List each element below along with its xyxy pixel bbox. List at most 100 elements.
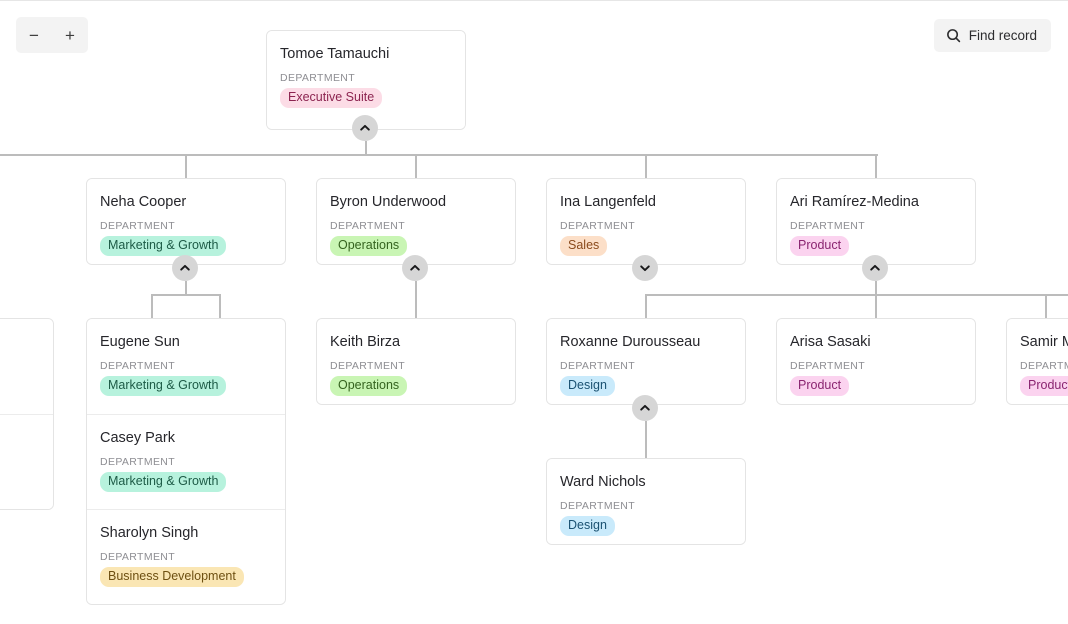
toggle-children-roxanne[interactable] (632, 395, 658, 421)
node-card-ward[interactable]: Ward Nichols DEPARTMENT Design (547, 459, 745, 544)
field-label-department: DEPARTMENT (100, 220, 176, 233)
node-card-arisa[interactable]: Arisa Sasaki DEPARTMENT Product (777, 319, 975, 404)
node-card-ina[interactable]: Ina Langenfeld DEPARTMENT Sales (547, 179, 745, 264)
badge-row: Design (560, 375, 732, 397)
zoom-in-button[interactable]: + (52, 17, 88, 53)
connector (151, 294, 153, 320)
toggle-children-tomoe[interactable] (352, 115, 378, 141)
node-card-group-neha-children[interactable]: Eugene Sun DEPARTMENT Marketing & Growth… (86, 318, 286, 605)
badge-row: Executive Suite (280, 87, 452, 109)
node-card-group-ina[interactable]: Ina Langenfeld DEPARTMENT Sales (546, 178, 746, 265)
node-name: Ina Langenfeld (560, 194, 656, 210)
badge-row: Sales (560, 235, 732, 257)
node-card-keith[interactable]: Keith Birza DEPARTMENT Operations (317, 319, 515, 404)
badge-row: Business Development (100, 566, 272, 588)
node-name: Neha Cooper (100, 194, 187, 210)
field-label-department: DEPARTMENT (280, 72, 356, 85)
field-label-department: DEPARTMENT (100, 551, 176, 564)
node-card-group-arisa[interactable]: Arisa Sasaki DEPARTMENT Product (776, 318, 976, 405)
node-card-group-neha[interactable]: Neha Cooper DEPARTMENT Marketing & Growt… (86, 178, 286, 265)
node-card-group-samir[interactable]: Samir M DEPARTMENT Product (1006, 318, 1068, 405)
node-card-group-byron[interactable]: Byron Underwood DEPARTMENT Operations (316, 178, 516, 265)
node-card-group-ari[interactable]: Ari Ramírez-Medina DEPARTMENT Product (776, 178, 976, 265)
department-badge: Product (790, 235, 850, 257)
field-label-department: DEPARTMENT (330, 220, 406, 233)
node-name: Tomoe Tamauchi (280, 46, 390, 62)
connector (365, 141, 367, 155)
badge-row: Operations (330, 235, 502, 257)
find-record-button[interactable]: Find record (933, 19, 1051, 52)
field-label-department: DEPARTMENT (560, 220, 636, 233)
connector (415, 154, 417, 180)
node-card-group-ward[interactable]: Ward Nichols DEPARTMENT Design (546, 458, 746, 545)
node-card-casey[interactable]: Casey Park DEPARTMENT Marketing & Growth (87, 414, 285, 509)
top-divider (0, 0, 1068, 1)
node-name: Ward Nichols (560, 474, 646, 490)
department-badge: Marketing & Growth (100, 235, 227, 257)
toggle-children-ina[interactable] (632, 255, 658, 281)
zoom-out-button[interactable]: − (16, 17, 52, 53)
badge-row: Product (790, 375, 962, 397)
connector (1045, 294, 1047, 320)
node-card-neha[interactable]: Neha Cooper DEPARTMENT Marketing & Growt… (87, 179, 285, 264)
node-name: Sharolyn Singh (100, 525, 199, 541)
connector (875, 281, 877, 295)
connector (185, 154, 187, 180)
node-name: Arisa Sasaki (790, 334, 871, 350)
node-card-roxanne[interactable]: Roxanne Durousseau DEPARTMENT Design (547, 319, 745, 404)
connector (645, 294, 647, 320)
toggle-children-ari[interactable] (862, 255, 888, 281)
connector (645, 154, 647, 180)
badge-row: Marketing & Growth (100, 235, 272, 257)
connector (875, 294, 877, 320)
node-name: Casey Park (100, 430, 175, 446)
field-label-department: DEPARTMENT (560, 500, 636, 513)
node-card-offscreen[interactable] (0, 319, 53, 414)
field-label-department: DEPARTMENT (790, 360, 866, 373)
field-label-department: DEPARTMENT (100, 456, 176, 469)
node-name: Samir M (1020, 334, 1068, 350)
node-card-ari[interactable]: Ari Ramírez-Medina DEPARTMENT Product (777, 179, 975, 264)
connector (415, 281, 417, 320)
node-card-tomoe[interactable]: Tomoe Tamauchi DEPARTMENT Executive Suit… (267, 31, 465, 129)
toggle-children-byron[interactable] (402, 255, 428, 281)
connector (219, 294, 221, 320)
node-card-group-tomoe[interactable]: Tomoe Tamauchi DEPARTMENT Executive Suit… (266, 30, 466, 130)
department-badge: Design (560, 375, 615, 397)
field-label-department: DEPARTMENT (560, 360, 636, 373)
field-label-department: DEPARTMENT (100, 360, 176, 373)
badge-row: Design (560, 515, 732, 537)
node-name: Keith Birza (330, 334, 401, 350)
connector-bus-ari (645, 294, 1068, 296)
node-card-group-roxanne[interactable]: Roxanne Durousseau DEPARTMENT Design (546, 318, 746, 405)
field-label-department: DEPARTMENT (790, 220, 866, 233)
badge-row: Marketing & Growth (100, 375, 272, 397)
department-badge: Business Development (100, 566, 244, 588)
find-record-label: Find record (968, 27, 1037, 43)
node-name: Eugene Sun (100, 334, 180, 350)
department-badge: Marketing & Growth (100, 375, 227, 397)
badge-row: Marketing & Growth (100, 471, 272, 493)
department-badge: Operations (330, 235, 408, 257)
connector-bus-neha (151, 294, 221, 296)
connector-bus-level1 (0, 154, 878, 156)
node-card-eugene[interactable]: Eugene Sun DEPARTMENT Marketing & Growth (87, 319, 285, 414)
node-name: Roxanne Durousseau (560, 334, 701, 350)
toggle-children-neha[interactable] (172, 255, 198, 281)
badge-row: Operations (330, 375, 502, 397)
department-badge: Operations (330, 375, 408, 397)
node-name: Byron Underwood (330, 194, 447, 210)
connector (185, 281, 187, 295)
department-badge: Product (1020, 375, 1068, 397)
department-badge: Sales (560, 235, 608, 257)
node-card-samir[interactable]: Samir M DEPARTMENT Product (1007, 319, 1068, 404)
node-card-offscreen[interactable] (0, 414, 53, 509)
badge-row: Product (790, 235, 962, 257)
node-card-sharolyn[interactable]: Sharolyn Singh DEPARTMENT Business Devel… (87, 509, 285, 604)
node-card-group-keith[interactable]: Keith Birza DEPARTMENT Operations (316, 318, 516, 405)
search-icon (946, 28, 961, 43)
node-card-group-offscreen-left[interactable] (0, 318, 54, 510)
node-card-byron[interactable]: Byron Underwood DEPARTMENT Operations (317, 179, 515, 264)
zoom-controls[interactable]: − + (16, 17, 88, 53)
